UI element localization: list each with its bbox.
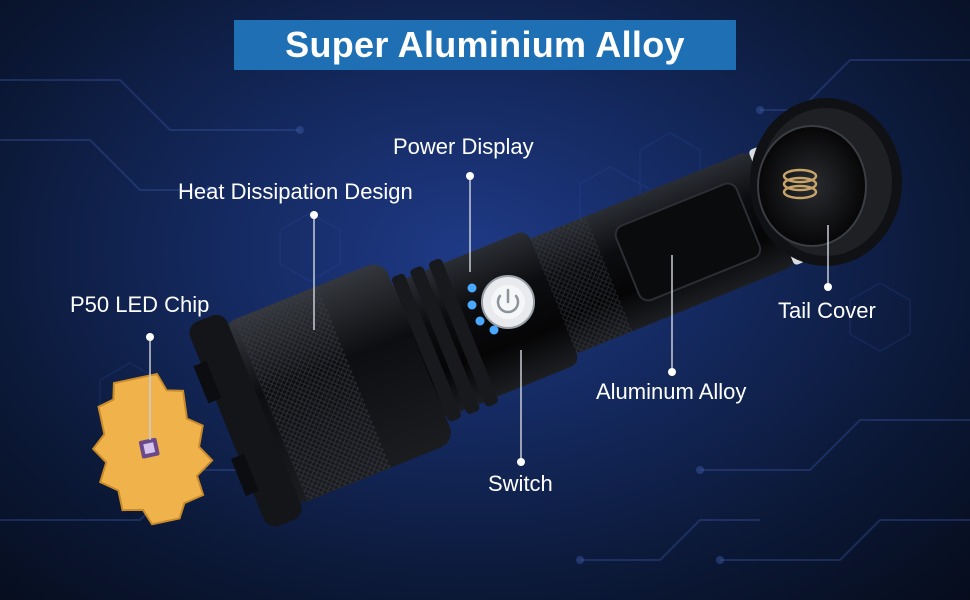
- flashlight-body: [189, 147, 805, 527]
- p50-led-label: P50 LED Chip: [70, 292, 210, 317]
- title-banner: Super Aluminium Alloy: [234, 20, 736, 70]
- aluminum-alloy-label: Aluminum Alloy: [596, 379, 747, 404]
- spring-icon: [782, 168, 818, 200]
- power-display-label: Power Display: [393, 134, 534, 159]
- power-indicator-leds: [467, 283, 499, 335]
- switch-label: Switch: [488, 471, 553, 496]
- page-title: Super Aluminium Alloy: [285, 24, 685, 65]
- tail-cover: [750, 98, 902, 266]
- power-icon: [496, 288, 520, 314]
- callout-lines: [146, 172, 832, 466]
- tail-cover-label: Tail Cover: [778, 298, 876, 323]
- heat-dissipation-label: Heat Dissipation Design: [178, 179, 413, 204]
- led-chip: [91, 372, 214, 526]
